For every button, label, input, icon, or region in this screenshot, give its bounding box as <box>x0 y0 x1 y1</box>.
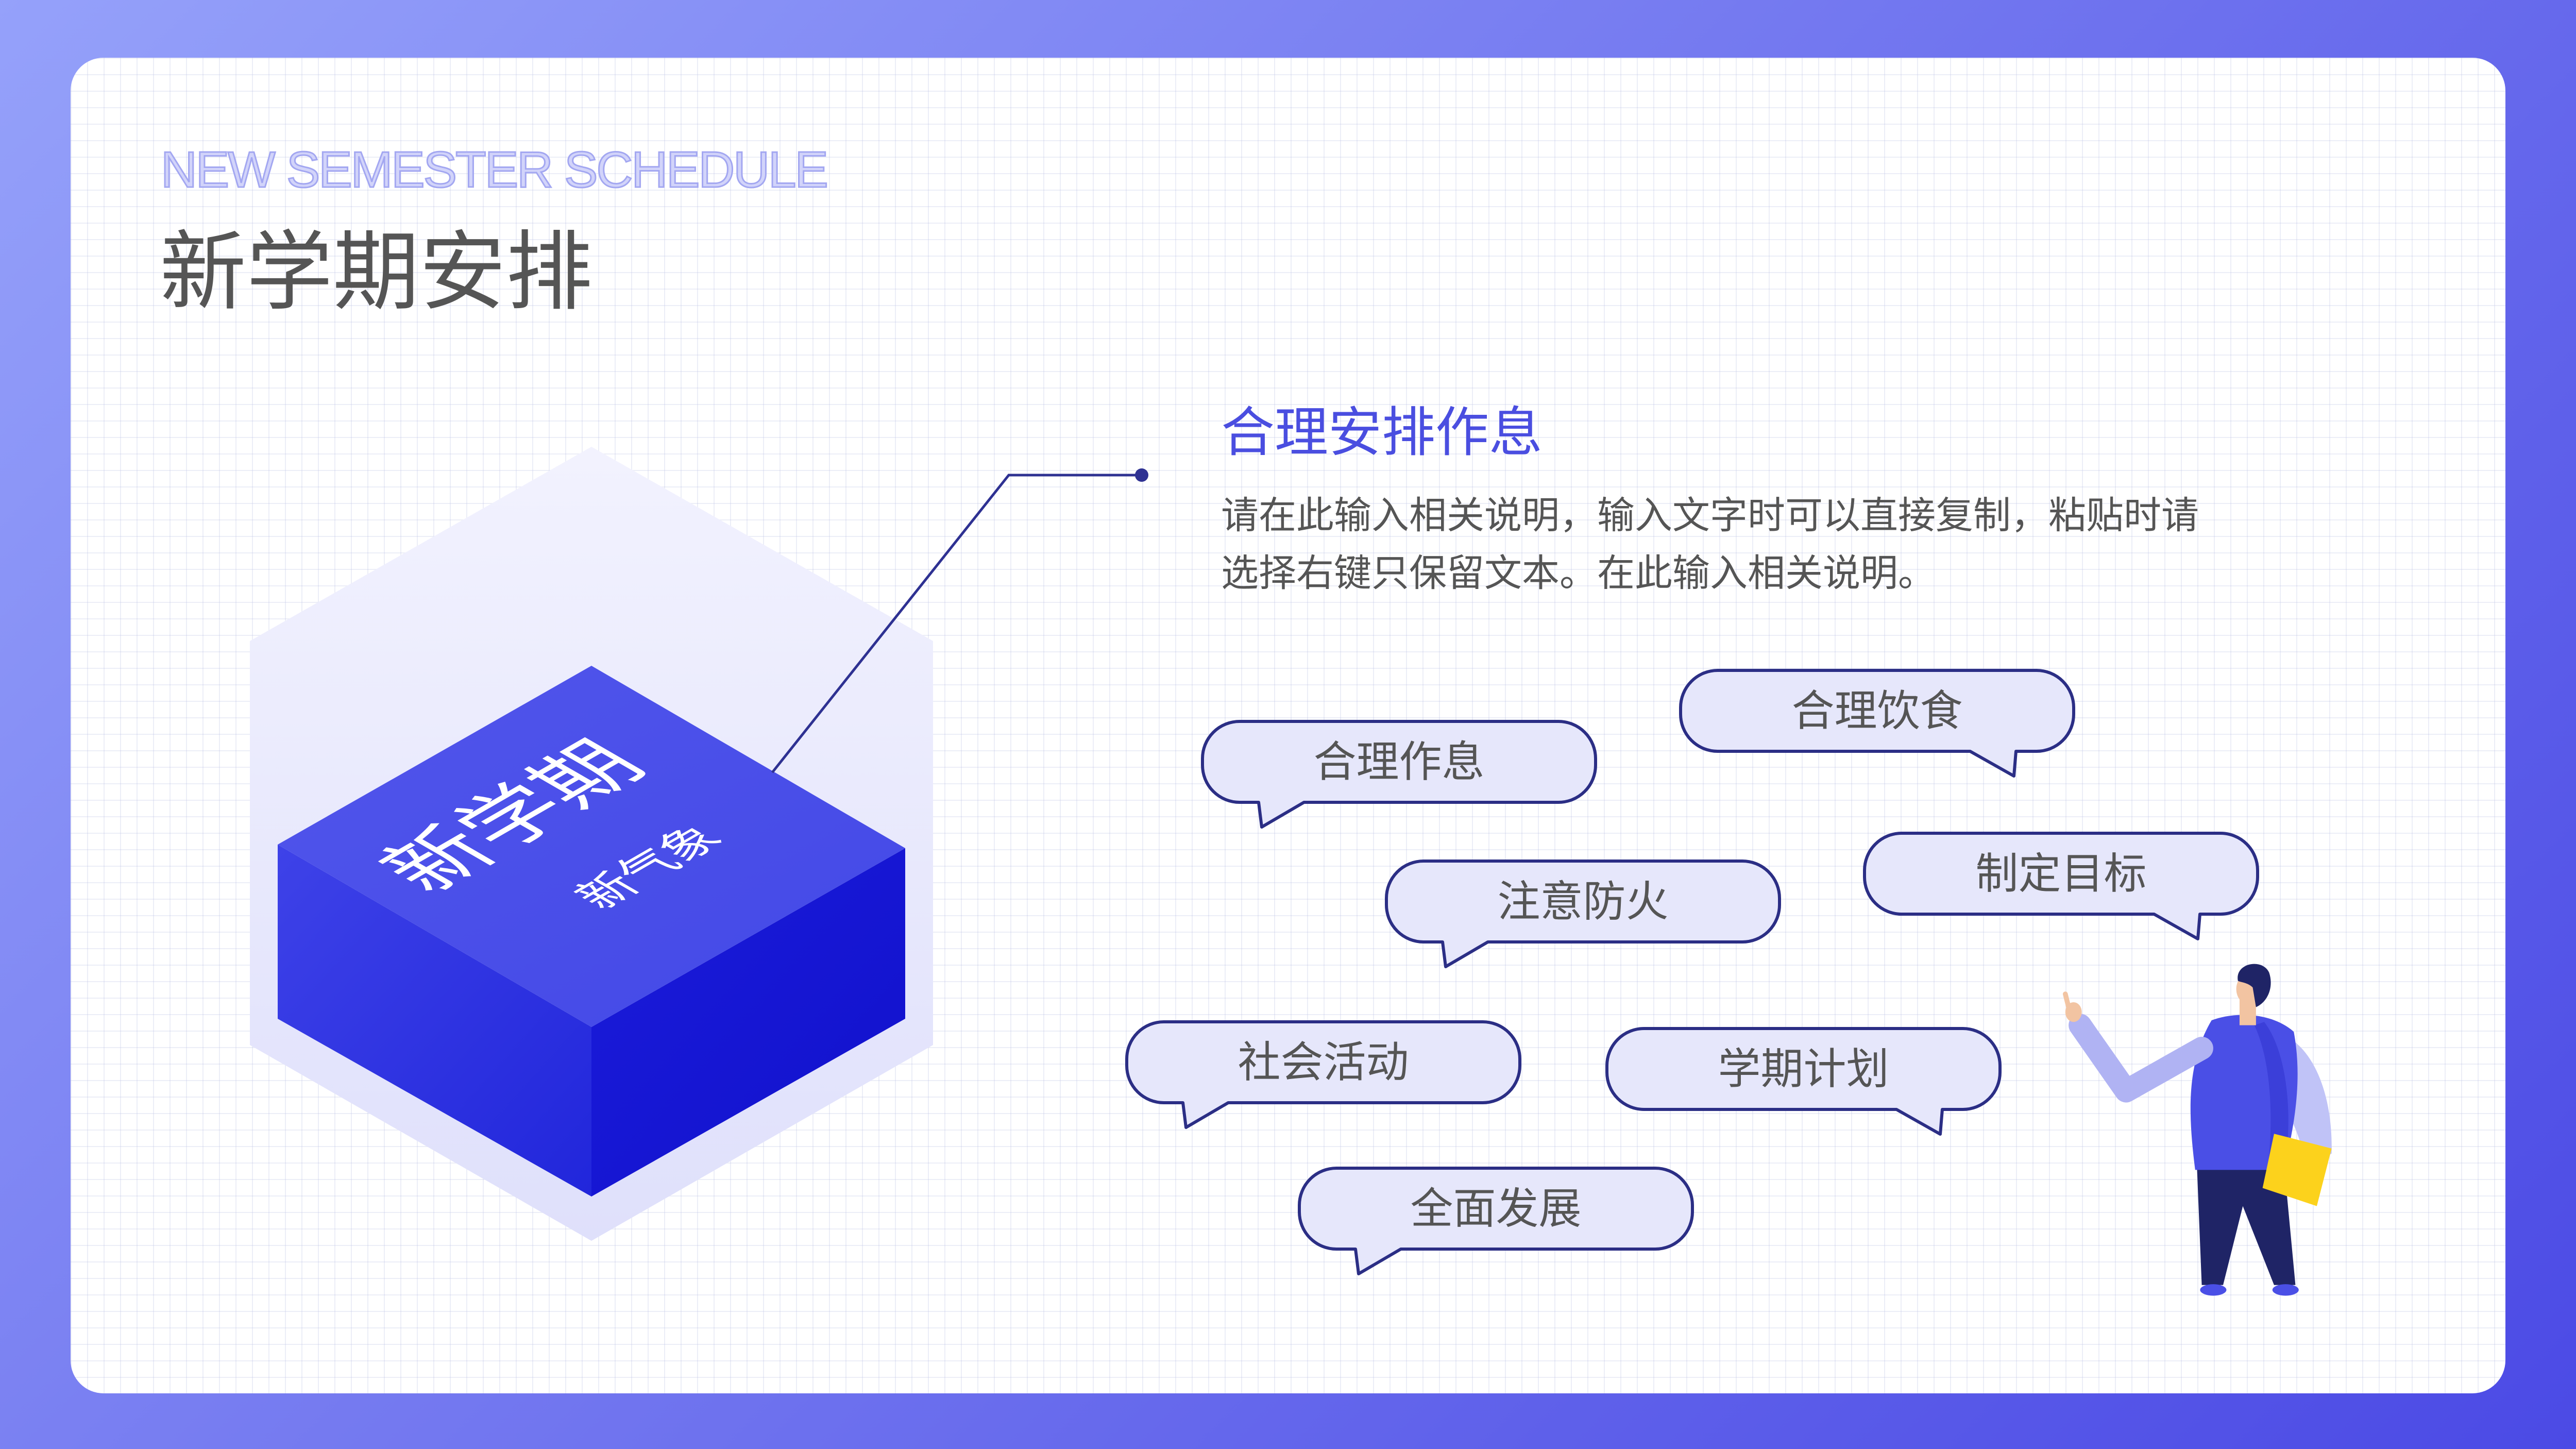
person-shoe-right <box>2272 1284 2299 1296</box>
description-line: 请在此输入相关说明，输入文字时可以直接复制，粘贴时请 <box>1221 494 2199 537</box>
person-shoe-left <box>2200 1284 2227 1296</box>
bubble-label: 全面发展 <box>1410 1184 1582 1234</box>
speech-bubble-shape <box>1201 720 1597 829</box>
speech-bubble: 合理作息 <box>1201 720 1597 831</box>
person-pointing-illustration <box>2062 964 2332 1296</box>
bubble-outline <box>1863 832 2259 940</box>
bubble-outline <box>1298 1167 1694 1275</box>
bubble-label: 社会活动 <box>1238 1037 1409 1087</box>
person-hair <box>2238 964 2271 1007</box>
speech-bubble-shape <box>1125 1020 1521 1129</box>
person-pants <box>2197 1163 2296 1285</box>
cube-right-face <box>591 848 905 1197</box>
person-finger <box>2062 991 2071 1010</box>
connector-dot <box>1135 468 1148 482</box>
speech-bubble-shape <box>1385 860 1781 968</box>
cube-top-face <box>278 666 905 1027</box>
bubble-label: 注意防火 <box>1497 877 1669 926</box>
bubble-outline <box>1201 720 1597 829</box>
speech-bubble: 制定目标 <box>1863 832 2259 942</box>
bubble-outline <box>1679 669 2075 778</box>
bubble-outline <box>1385 860 1781 968</box>
person-yellow-folder <box>2262 1134 2332 1206</box>
person-raised-arm <box>2069 1014 2213 1103</box>
speech-bubble-shape <box>1605 1027 2002 1136</box>
description-line: 选择右键只保留文本。在此输入相关说明。 <box>1221 551 1936 595</box>
bubble-outline <box>1605 1027 2002 1136</box>
speech-bubble-shape <box>1679 669 2075 778</box>
speech-bubble-shape <box>1863 832 2259 940</box>
cube-left-face <box>278 845 591 1197</box>
slide-subtitle-english: NEW SEMESTER SCHEDULE <box>160 141 829 198</box>
speech-bubble: 学期计划 <box>1605 1027 2002 1138</box>
bubble-label: 合理作息 <box>1313 737 1485 787</box>
bubble-label: 合理饮食 <box>1791 686 1963 736</box>
speech-bubble: 合理饮食 <box>1679 669 2075 780</box>
bubble-label: 制定目标 <box>1975 849 2147 899</box>
person-torso-shadow <box>2254 1022 2289 1170</box>
bubble-label: 学期计划 <box>1718 1044 1889 1094</box>
slide-title: 新学期安排 <box>160 222 592 323</box>
speech-bubble: 全面发展 <box>1298 1167 1694 1277</box>
section-heading: 合理安排作息 <box>1221 401 1543 464</box>
speech-bubble-shape <box>1298 1167 1694 1275</box>
speech-bubble: 社会活动 <box>1125 1020 1521 1131</box>
section-description: 请在此输入相关说明，输入文字时可以直接复制，粘贴时请 选择右键只保留文本。在此输… <box>1221 487 2199 602</box>
connector-line <box>771 474 1142 773</box>
bubble-outline <box>1125 1020 1521 1129</box>
speech-bubble: 注意防火 <box>1385 860 1781 970</box>
